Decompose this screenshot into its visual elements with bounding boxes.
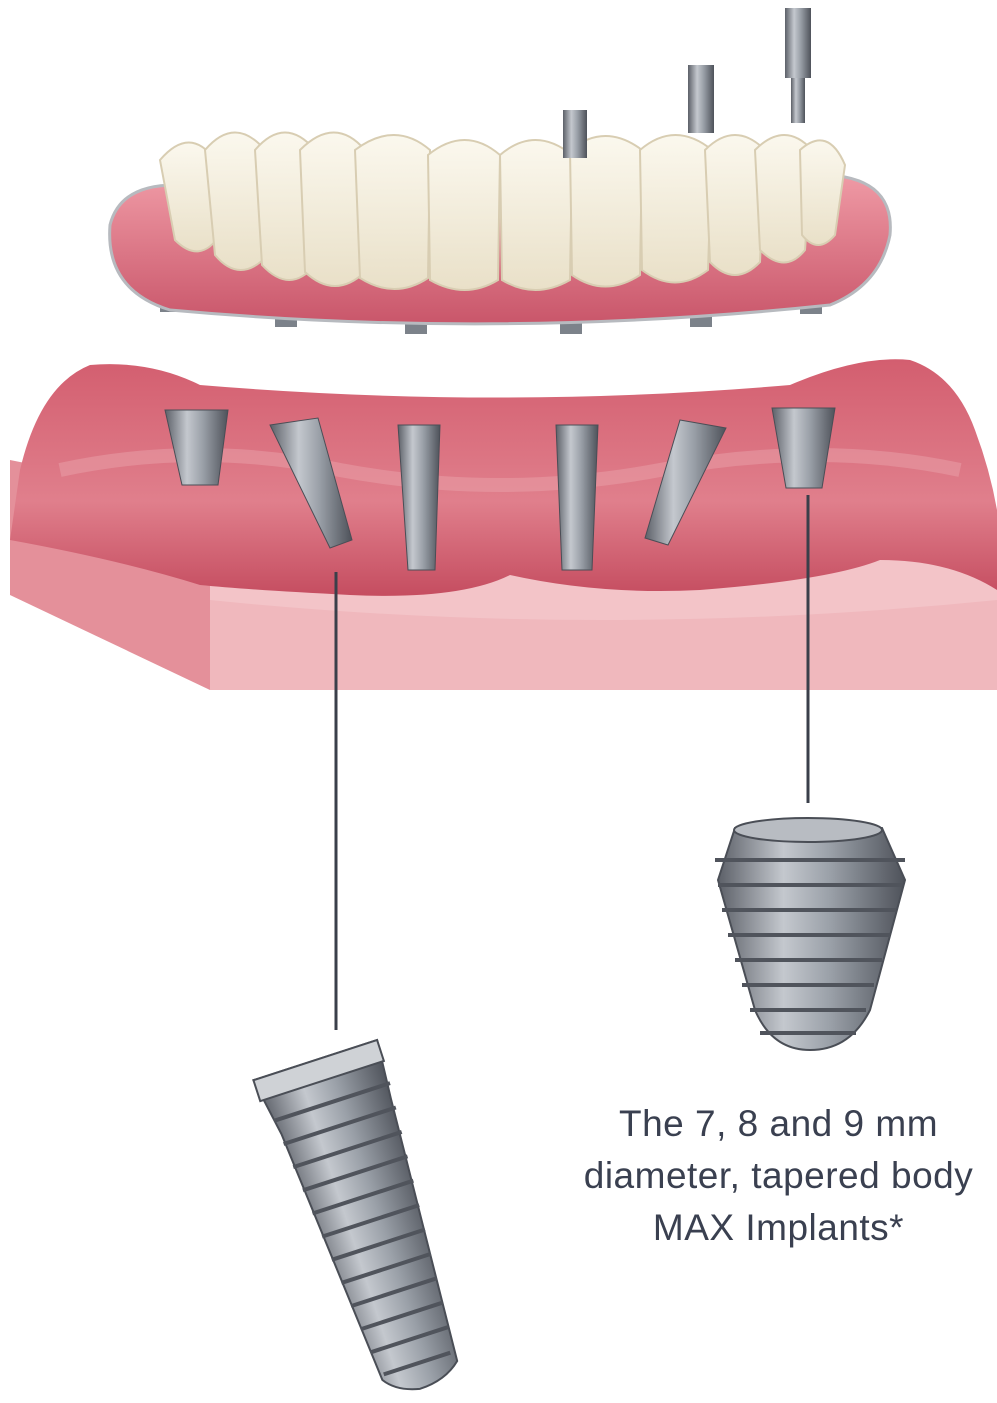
caption-line-1: The 7, 8 and 9 mm	[560, 1098, 997, 1150]
implant-closeup-tapered	[715, 818, 905, 1050]
caption-line-2: diameter, tapered body	[560, 1150, 997, 1202]
jaw-model	[10, 359, 997, 690]
prosthesis-bridge	[110, 8, 891, 334]
bridge-teeth	[160, 133, 845, 291]
implant-caption: The 7, 8 and 9 mm diameter, tapered body…	[560, 1098, 997, 1254]
implant-closeup-angled	[253, 1040, 483, 1403]
jaw-gum	[10, 359, 997, 596]
caption-line-3: MAX Implants*	[560, 1202, 997, 1254]
